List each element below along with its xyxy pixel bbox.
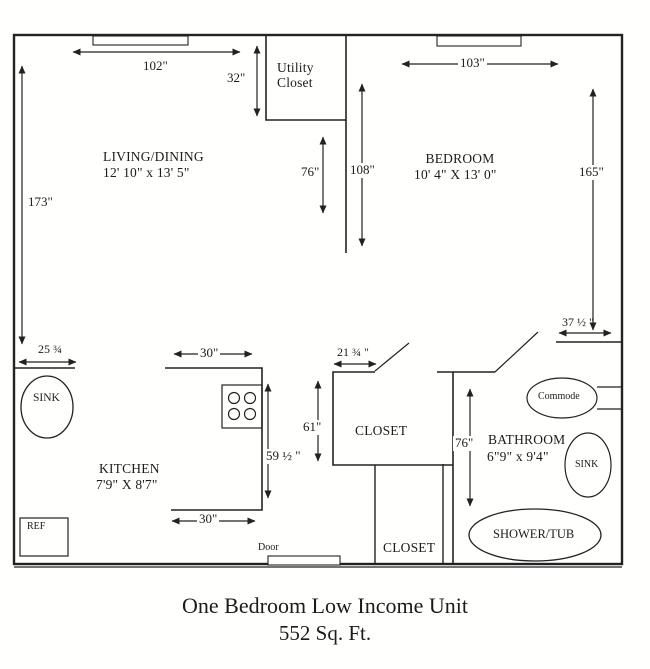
dim-bedroom-top-label: 103" xyxy=(458,55,487,71)
utility-closet-outline xyxy=(265,36,347,253)
room-bedroom-size-label: 10' 4" X 13' 0" xyxy=(414,167,497,182)
shower-tub-label: SHOWER/TUB xyxy=(493,527,575,541)
room-living-label: LIVING/DINING xyxy=(103,149,204,164)
dim-bedroom-right-label: 165" xyxy=(577,164,606,180)
bath-sink-label: SINK xyxy=(575,459,599,470)
refrigerator-box xyxy=(19,517,69,557)
dim-bathroom-height-label: 76" xyxy=(453,435,476,451)
dim-living-left-label: 173" xyxy=(26,194,55,210)
title-block: One Bedroom Low Income Unit 552 Sq. Ft. xyxy=(0,593,650,646)
commode-label: Commode xyxy=(538,391,580,402)
refrigerator-label: REF xyxy=(27,521,46,532)
room-bathroom-size-label: 6"9" x 9'4" xyxy=(487,449,549,464)
plan-area: 552 Sq. Ft. xyxy=(278,621,372,645)
dim-counter-height-label: 59 ½ " xyxy=(264,448,303,464)
room-hall-closet-label: CLOSET xyxy=(355,423,408,438)
dim-bath-closet-width-label: 37 ½ " xyxy=(562,315,594,329)
bath-sink-shape xyxy=(564,432,612,498)
room-bathroom-label: BATHROOM xyxy=(488,432,566,447)
kitchen-sink xyxy=(20,375,74,439)
room-utility-closet-label: Utility Closet xyxy=(277,60,314,91)
shower-tub-shape xyxy=(468,508,602,562)
dim-counter-bottom-label: 30" xyxy=(197,511,220,527)
dim-bedroom-left-label: 108" xyxy=(348,162,377,178)
window-bedroom xyxy=(436,35,522,47)
hall-closet-outline xyxy=(332,342,453,466)
dim-living-top-label: 102" xyxy=(143,58,168,73)
bottom-closet-walls xyxy=(374,464,444,563)
dim-hall-height-label: 76" xyxy=(299,164,322,180)
kitchen-counter xyxy=(14,367,263,511)
commode-shape xyxy=(526,377,621,419)
dim-closet-height-label: 61" xyxy=(301,419,324,435)
room-living-size-label: 12' 10" x 13' 5" xyxy=(103,165,190,180)
door-label: Door xyxy=(258,542,279,553)
dim-closet-width-label: 21 ¾ " xyxy=(337,345,369,359)
room-bottom-closet-label: CLOSET xyxy=(383,540,436,555)
dim-utility-width-label: 32" xyxy=(227,70,246,85)
room-kitchen-label: KITCHEN xyxy=(99,461,160,476)
dim-sink-counter-label: 25 ¾ xyxy=(38,342,62,356)
room-bedroom-label: BEDROOM xyxy=(425,151,495,166)
window-living xyxy=(92,35,189,46)
kitchen-sink-label: SINK xyxy=(33,392,60,404)
room-kitchen-size-label: 7'9" X 8'7" xyxy=(96,477,158,492)
dim-counter-top-label: 30" xyxy=(198,345,221,361)
plan-title: One Bedroom Low Income Unit xyxy=(182,593,468,618)
stove xyxy=(221,384,263,429)
bathroom-walls xyxy=(437,331,622,563)
entry-door xyxy=(267,555,341,566)
